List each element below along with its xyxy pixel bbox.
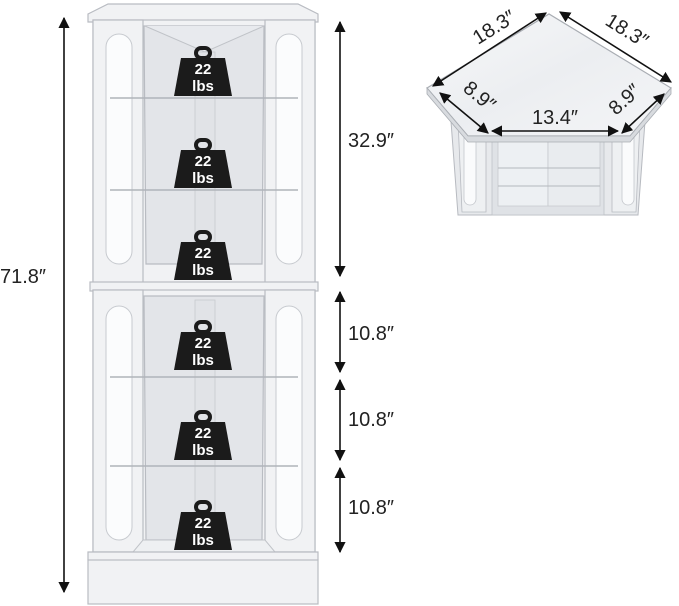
top-side-left-arrow — [432, 12, 547, 87]
weight-unit: lbs — [192, 532, 214, 549]
weight-badge: 22 lbs — [172, 46, 234, 98]
shelf-gap-3-label: 10.8″ — [348, 497, 394, 519]
weight-unit: lbs — [192, 78, 214, 95]
weight-badge: 22 lbs — [172, 410, 234, 462]
weight-unit: lbs — [192, 170, 214, 187]
weight-badge: 22 lbs — [172, 500, 234, 552]
front-side-right-arrow — [621, 93, 665, 134]
weight-value: 22 — [195, 515, 212, 532]
front-side-left-arrow — [439, 92, 489, 134]
top-side-right-arrow — [559, 11, 672, 83]
weight-value: 22 — [195, 425, 212, 442]
shelf-gap-1-label: 10.8″ — [348, 323, 394, 345]
weight-value: 22 — [195, 335, 212, 352]
weight-unit: lbs — [192, 442, 214, 459]
weight-unit: lbs — [192, 262, 214, 279]
shelf-gap-2-label: 10.8″ — [348, 409, 394, 431]
front-center-label: 13.4″ — [532, 107, 578, 129]
upper-section-label: 32.9″ — [348, 130, 394, 152]
weight-badge: 22 lbs — [172, 230, 234, 282]
total-height-label: 71.8″ — [0, 266, 46, 288]
weight-value: 22 — [195, 153, 212, 170]
weight-badge: 22 lbs — [172, 138, 234, 190]
weight-value: 22 — [195, 61, 212, 78]
weight-badge: 22 lbs — [172, 320, 234, 372]
top-side-right-label: 18.3″ — [601, 10, 652, 53]
weight-unit: lbs — [192, 352, 214, 369]
weight-value: 22 — [195, 245, 212, 262]
